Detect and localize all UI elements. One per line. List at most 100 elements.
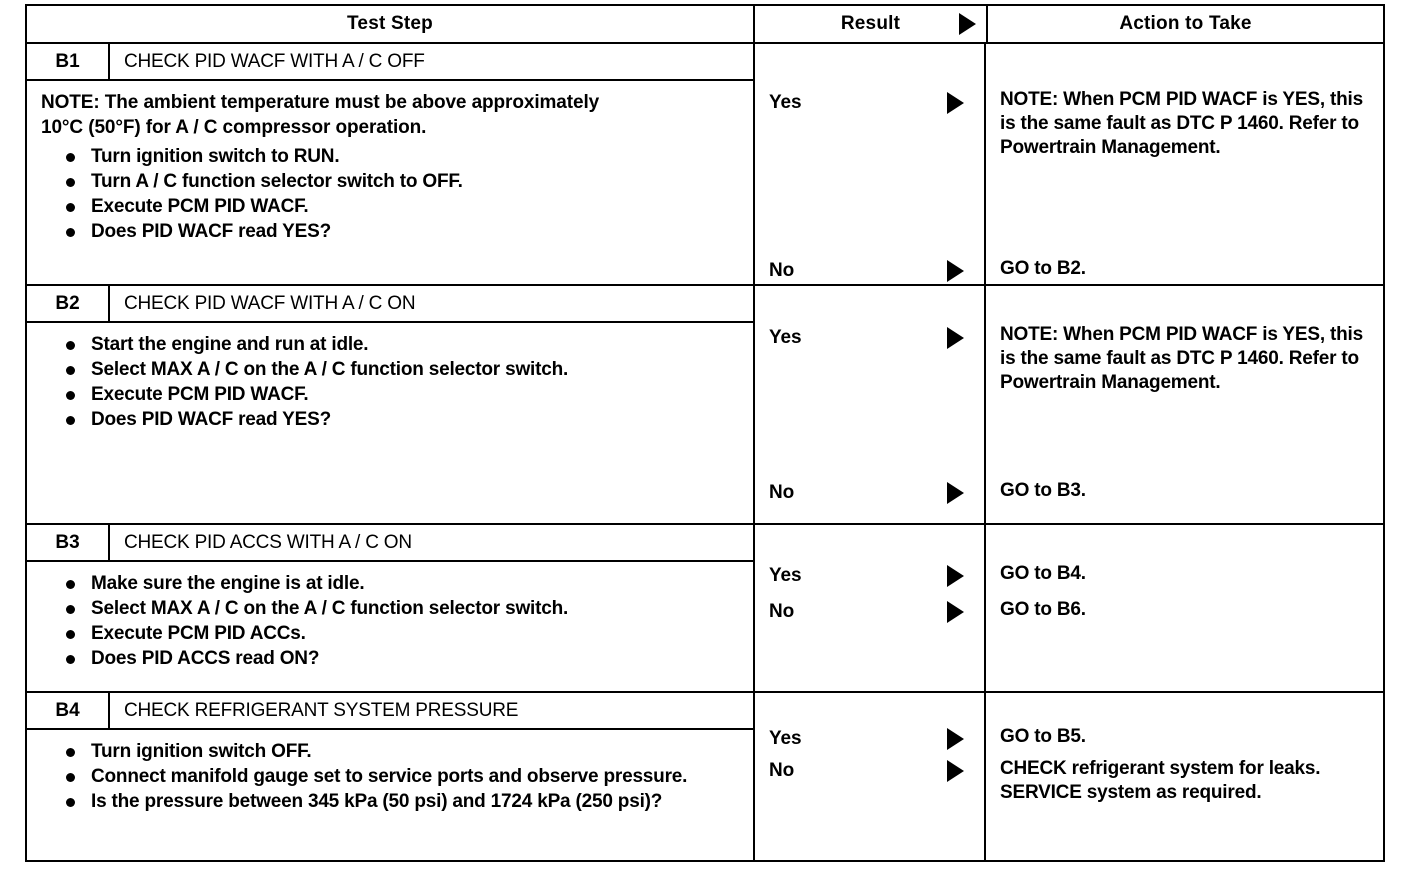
action-text: GO to B4. xyxy=(1000,562,1371,586)
action-text-suffix: . xyxy=(1080,563,1086,584)
step-bullet-item: Select MAX A / C on the A / C function s… xyxy=(41,357,691,382)
right-triangle-icon xyxy=(947,728,964,750)
step-bullet-text: Is the pressure between 345 kPa (50 psi)… xyxy=(91,791,663,812)
header-result-label: Result xyxy=(840,13,901,34)
action-text-suffix: . xyxy=(1080,258,1086,279)
result-label: No xyxy=(769,601,795,622)
step-bullet-item: Start the engine and run at idle. xyxy=(41,332,691,357)
result-outcome: No xyxy=(769,482,974,504)
step-bullet-text: Execute PCM PID WACF. xyxy=(91,384,309,405)
action-text-prefix: GO to xyxy=(1000,480,1057,501)
step-bullet-item: Does PID ACCS read ON? xyxy=(41,646,691,671)
bullet-dot-icon xyxy=(66,630,75,639)
step-bullet-item: Does PID WACF read YES? xyxy=(41,219,691,244)
bullet-dot-icon xyxy=(66,655,75,664)
step-body: Start the engine and run at idle.Select … xyxy=(27,323,753,523)
result-outcome: Yes xyxy=(769,565,974,587)
bullet-dot-icon xyxy=(66,391,75,400)
step-body: NOTE: The ambient temperature must be ab… xyxy=(27,81,753,284)
header-result-cell: Result xyxy=(753,6,986,42)
action-cell: NOTE: When PCM PID WACF is YES, this is … xyxy=(986,44,1383,284)
step-bullet-item: Turn ignition switch OFF. xyxy=(41,739,691,764)
result-label: No xyxy=(769,260,795,281)
action-text-prefix: GO to xyxy=(1000,563,1057,584)
result-label: Yes xyxy=(769,327,802,348)
result-label: No xyxy=(769,482,795,503)
result-outcome: No xyxy=(769,601,974,623)
table-header-row: Test Step Result Action to Take xyxy=(27,6,1383,44)
result-outcome: Yes xyxy=(769,92,974,114)
action-text: NOTE: When PCM PID WACF is YES, this is … xyxy=(1000,323,1371,395)
action-cell: GO to B5.CHECK refrigerant system for le… xyxy=(986,693,1383,860)
bullet-dot-icon xyxy=(66,416,75,425)
right-triangle-icon xyxy=(947,327,964,349)
bullet-dot-icon xyxy=(66,798,75,807)
step-bullet-text: Execute PCM PID WACF. xyxy=(91,196,309,217)
step-id: B3 xyxy=(27,525,110,560)
step-bullet-text: Select MAX A / C on the A / C function s… xyxy=(91,598,569,619)
action-text: CHECK refrigerant system for leaks. SERV… xyxy=(1000,757,1371,805)
step-title: CHECK PID WACF WITH A / C OFF xyxy=(124,50,425,72)
step-bullet-item: Is the pressure between 345 kPa (50 psi)… xyxy=(41,789,691,814)
action-cell: GO to B4.GO to B6. xyxy=(986,525,1383,691)
action-text-prefix: NOTE: When PCM PID WACF is YES, this is … xyxy=(1000,89,1363,158)
action-text-prefix: GO to xyxy=(1000,726,1057,747)
step-bullet-item: Make sure the engine is at idle. xyxy=(41,571,691,596)
bullet-dot-icon xyxy=(66,748,75,757)
step-bullet-text: Does PID WACF read YES? xyxy=(91,409,331,430)
bullet-dot-icon xyxy=(66,605,75,614)
action-step-reference: B2 xyxy=(1056,258,1081,279)
step-bullet-list: Turn ignition switch OFF.Connect manifol… xyxy=(41,739,743,814)
bullet-dot-icon xyxy=(66,366,75,375)
step-bullet-item: Execute PCM PID WACF. xyxy=(41,194,691,219)
action-text-prefix: GO to xyxy=(1000,258,1057,279)
action-text: GO to B6. xyxy=(1000,598,1371,622)
step-bullet-text: Turn A / C function selector switch to O… xyxy=(91,171,463,192)
right-triangle-icon xyxy=(947,565,964,587)
action-text: GO to B3. xyxy=(1000,479,1371,503)
step-bullet-item: Turn ignition switch to RUN. xyxy=(41,144,691,169)
action-text: NOTE: When PCM PID WACF is YES, this is … xyxy=(1000,88,1371,160)
step-bullet-item: Execute PCM PID WACF. xyxy=(41,382,691,407)
action-text-suffix: . xyxy=(1080,480,1086,501)
bullet-dot-icon xyxy=(66,580,75,589)
action-text-suffix: . xyxy=(1080,726,1086,747)
result-label: No xyxy=(769,760,795,781)
header-action-to-take: Action to Take xyxy=(986,6,1383,42)
step-bullet-text: Connect manifold gauge set to service po… xyxy=(91,766,688,787)
action-step-reference: B6 xyxy=(1056,599,1081,620)
step-body: Turn ignition switch OFF.Connect manifol… xyxy=(27,730,753,860)
right-triangle-icon xyxy=(947,601,964,623)
action-cell: NOTE: When PCM PID WACF is YES, this is … xyxy=(986,286,1383,523)
step-bullet-text: Execute PCM PID ACCs. xyxy=(91,623,306,644)
step-body: Make sure the engine is at idle.Select M… xyxy=(27,562,753,691)
step-bullet-list: Turn ignition switch to RUN.Turn A / C f… xyxy=(41,144,743,244)
step-bullet-list: Start the engine and run at idle.Select … xyxy=(41,332,743,432)
step-id: B2 xyxy=(27,286,110,321)
result-label: Yes xyxy=(769,92,802,113)
right-triangle-icon xyxy=(947,760,964,782)
bullet-dot-icon xyxy=(66,153,75,162)
bullet-dot-icon xyxy=(66,773,75,782)
result-label: Yes xyxy=(769,728,802,749)
right-triangle-icon xyxy=(959,13,976,35)
step-bullet-item: Connect manifold gauge set to service po… xyxy=(41,764,691,789)
result-outcome: Yes xyxy=(769,327,974,349)
step-title: CHECK REFRIGERANT SYSTEM PRESSURE xyxy=(124,699,519,721)
step-bullet-item: Execute PCM PID ACCs. xyxy=(41,621,691,646)
